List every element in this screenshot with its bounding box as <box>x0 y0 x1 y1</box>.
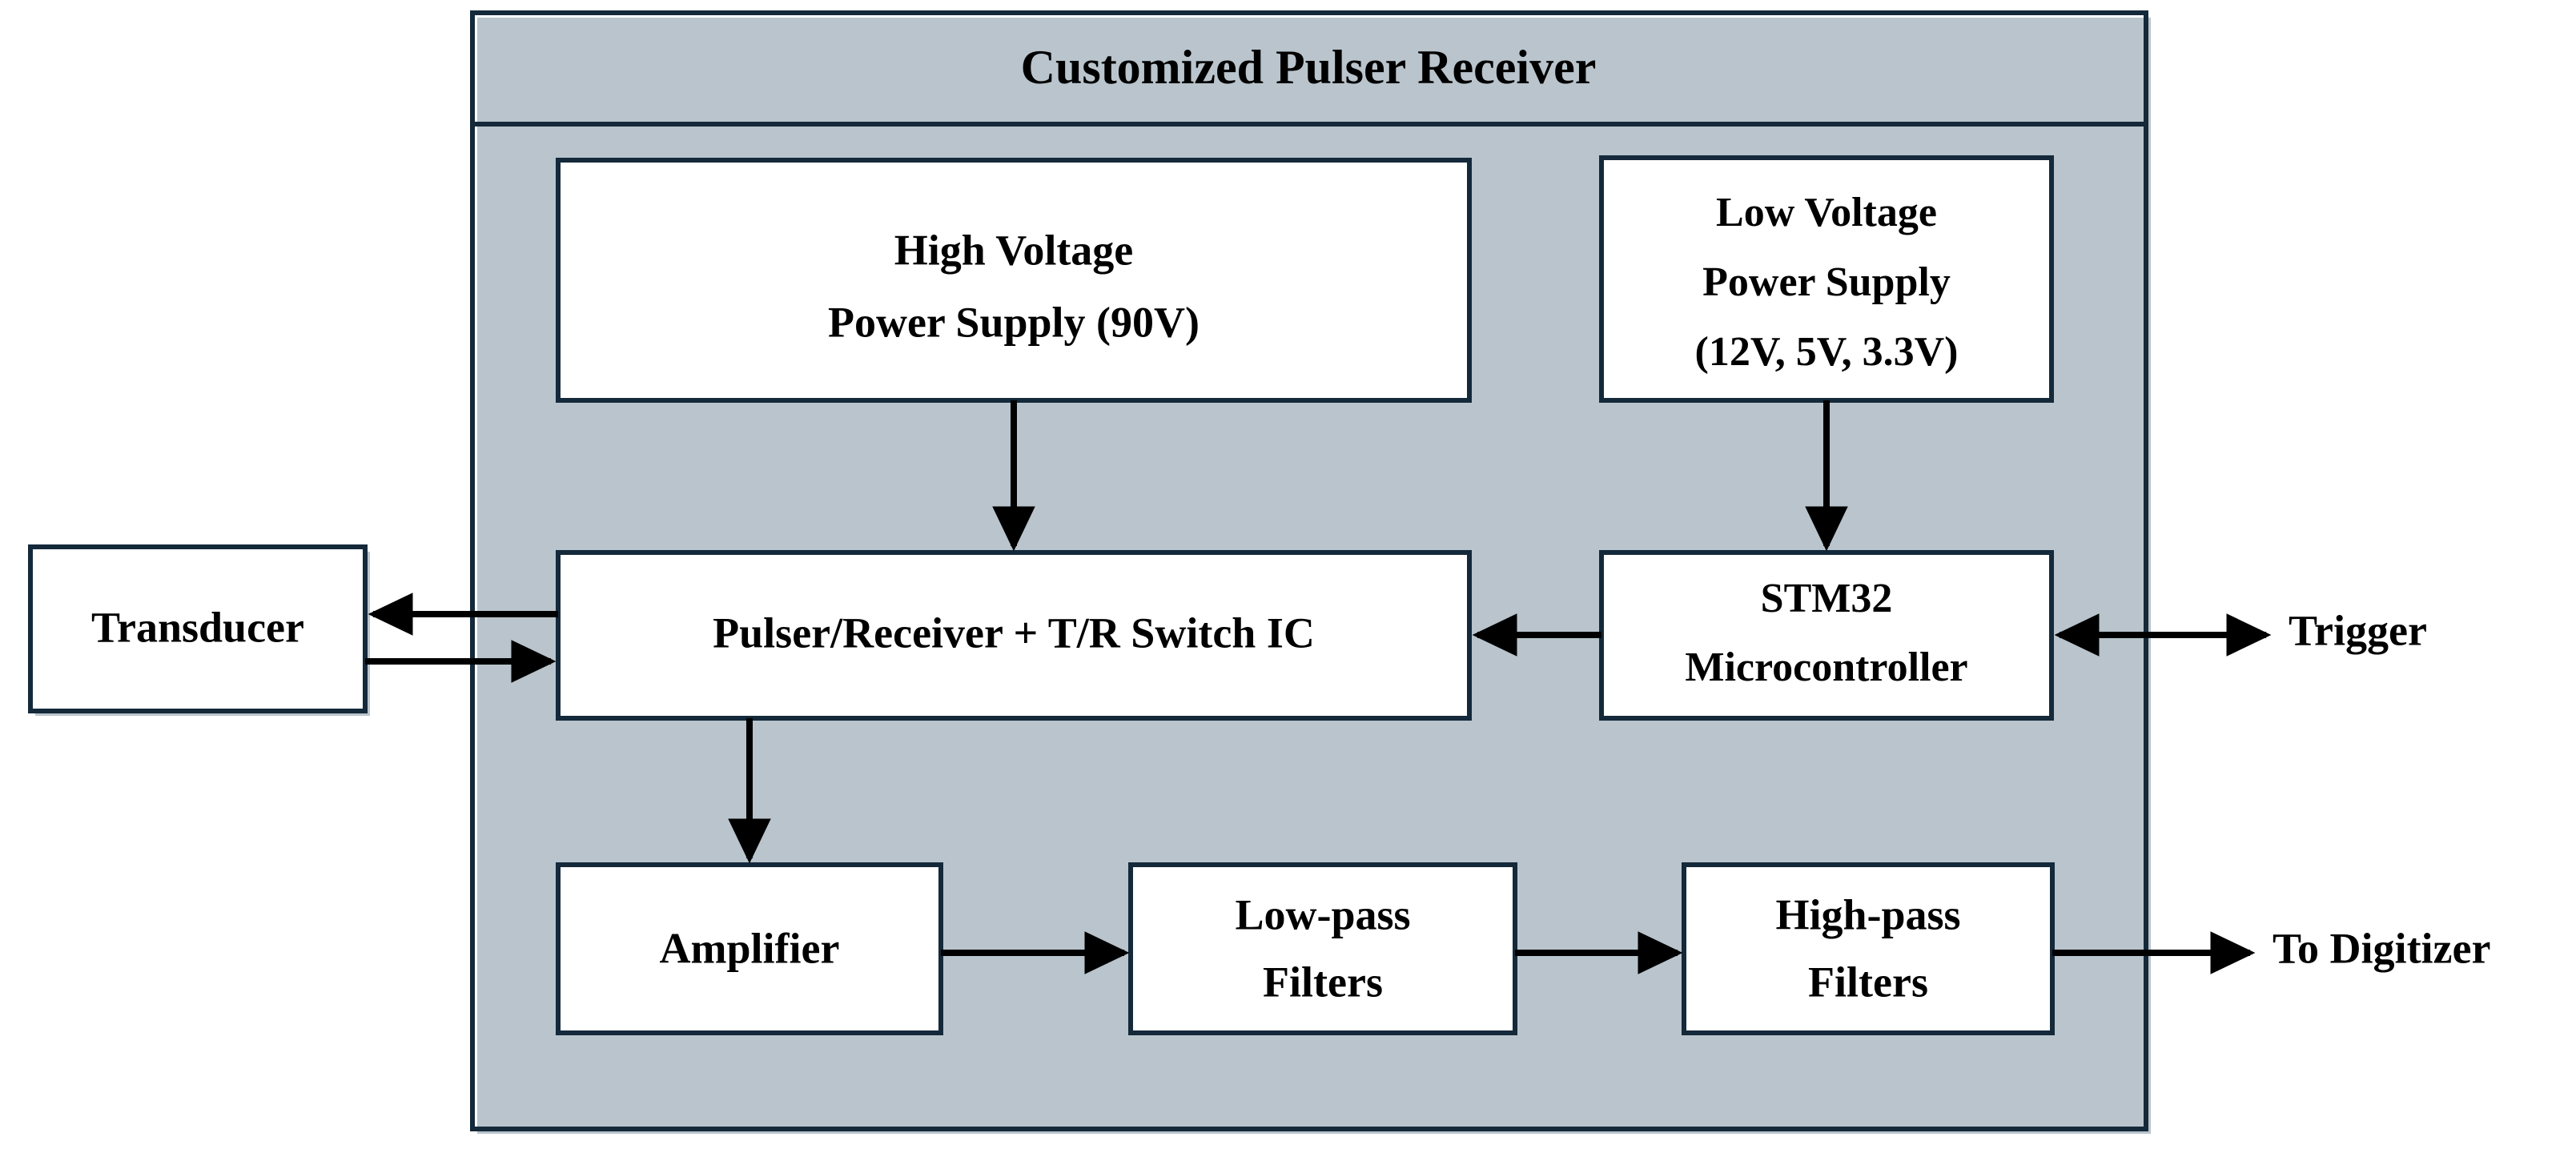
transducer-label: Transducer <box>91 603 304 651</box>
highpass-label-line1: High-pass <box>1775 890 1960 938</box>
low-pass-filters-box[interactable]: Low-pass Filters <box>1128 862 1520 1038</box>
pulser-receiver-label: Pulser/Receiver + T/R Switch IC <box>713 609 1315 657</box>
high-pass-filters-box[interactable]: High-pass Filters <box>1682 862 2057 1038</box>
high-voltage-power-supply-box[interactable]: High Voltage Power Supply (90V) <box>556 158 1474 405</box>
highpass-label-line2: Filters <box>1808 958 1928 1006</box>
lv-label-line1: Low Voltage <box>1716 190 1937 235</box>
hv-label-line2: Power Supply (90V) <box>828 298 1200 346</box>
lv-label-line3: (12V, 5V, 3.3V) <box>1695 329 1959 375</box>
amplifier-label: Amplifier <box>660 924 840 972</box>
lv-label-line2: Power Supply <box>1702 259 1951 305</box>
hv-label-line1: High Voltage <box>894 226 1134 274</box>
to-digitizer-label: To Digitizer <box>2273 924 2490 972</box>
low-voltage-power-supply-box[interactable]: Low Voltage Power Supply (12V, 5V, 3.3V) <box>1599 155 2056 405</box>
lowpass-label-line2: Filters <box>1263 958 1383 1006</box>
pulser-receiver-tr-switch-ic-box[interactable]: Pulser/Receiver + T/R Switch IC <box>556 550 1474 723</box>
stm32-microcontroller-box[interactable]: STM32 Microcontroller <box>1599 550 2056 723</box>
stm32-label-line2: Microcontroller <box>1685 645 1967 690</box>
stm32-label-line1: STM32 <box>1761 576 1893 621</box>
container-title: Customized Pulser Receiver <box>1021 41 1597 94</box>
lowpass-label-line1: Low-pass <box>1235 890 1410 938</box>
transducer-box[interactable]: Transducer <box>28 544 370 716</box>
trigger-label: Trigger <box>2289 606 2427 654</box>
amplifier-box[interactable]: Amplifier <box>556 862 946 1038</box>
